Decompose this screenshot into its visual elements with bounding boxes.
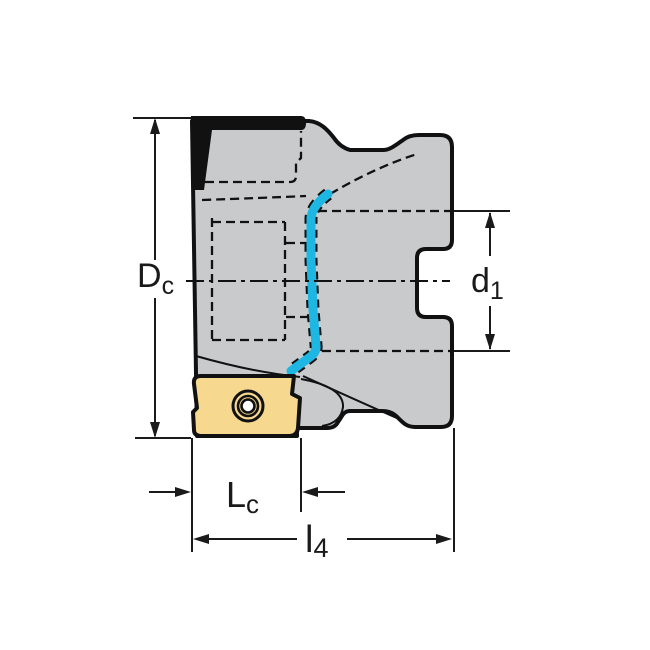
- screw-hole: [240, 398, 256, 414]
- dimension-lc: Lc: [149, 438, 345, 552]
- dimension-dc: Dc: [133, 117, 191, 439]
- lc-arrow-left: [175, 487, 191, 497]
- cutting-edge-cyan-band: [286, 189, 333, 376]
- clamping-screw: [231, 389, 265, 423]
- dc-arrow-down: [150, 422, 160, 438]
- lc-label: Lc: [226, 474, 259, 519]
- left-edge-wedge: [192, 118, 212, 190]
- l4-arrow-right: [436, 534, 452, 544]
- dimension-d1: d1: [454, 210, 510, 352]
- dc-arrow-up: [150, 118, 160, 134]
- indexable-insert: [191, 374, 302, 438]
- top-edge-bar: [191, 116, 306, 130]
- dimension-l4: l4: [193, 428, 455, 563]
- hidden-arc-to-saddle: [329, 152, 418, 195]
- rear-insert-silhouette: [191, 116, 306, 190]
- l4-arrow-left: [193, 534, 209, 544]
- dc-label: Dc: [137, 257, 174, 300]
- hidden-line-upper-step: [205, 131, 303, 184]
- d1-arrow-down: [485, 334, 495, 350]
- cutting-edge-highlight: [286, 188, 333, 377]
- l4-label: l4: [305, 519, 328, 563]
- pocket-arc: [300, 378, 345, 427]
- d1-arrow-up: [485, 212, 495, 228]
- lc-arrow-right: [302, 487, 318, 497]
- d1-label: d1: [471, 262, 504, 305]
